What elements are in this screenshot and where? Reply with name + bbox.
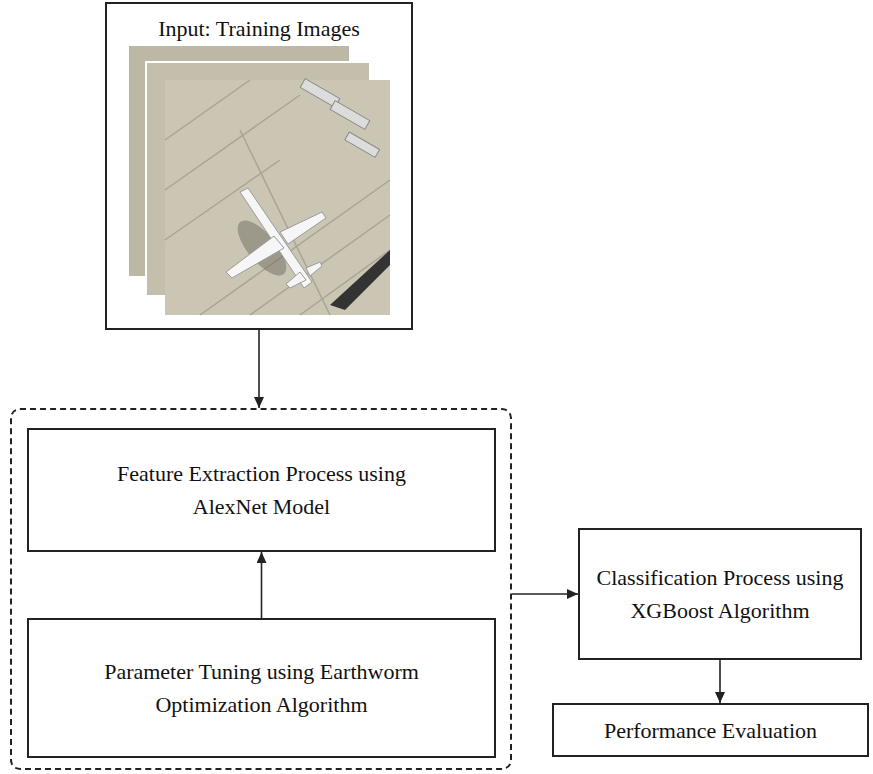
image-stack [128,45,390,315]
node-label: Classification Process using XGBoost Alg… [595,561,845,627]
node-label: Feature Extraction Process using AlexNet… [112,457,412,523]
input-box: Input: Training Images [105,2,413,330]
arrow-connector [258,330,260,408]
node-label: Parameter Tuning using Earthworm Optimiz… [92,655,432,721]
process-box: Classification Process using XGBoost Alg… [578,528,862,660]
arrow-connector [719,660,721,703]
node-label: Performance Evaluation [604,714,817,747]
process-box: Performance Evaluation [552,703,869,757]
arrow-connector [261,552,263,618]
node-label: Input: Training Images [158,12,360,45]
process-box: Parameter Tuning using Earthworm Optimiz… [27,618,496,758]
process-box: Feature Extraction Process using AlexNet… [27,428,496,552]
arrow-connector [512,593,578,595]
dashed-group: Feature Extraction Process using AlexNet… [10,408,512,770]
